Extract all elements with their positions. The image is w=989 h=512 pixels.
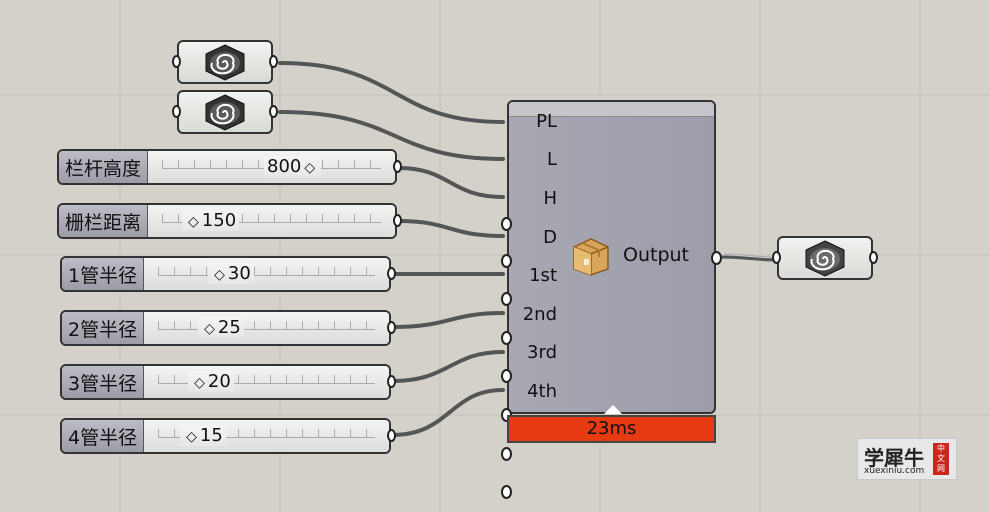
input-grip[interactable]: [172, 105, 181, 118]
input-grip-4th[interactable]: [501, 485, 512, 499]
slider-handle-icon[interactable]: ◇: [194, 375, 205, 391]
output-grip[interactable]: [387, 429, 396, 442]
slider-track[interactable]: ◇15: [144, 420, 389, 452]
number-slider-railing-height[interactable]: 栏杆高度 800◇: [57, 149, 402, 185]
spiral-hexagon-icon: [805, 240, 845, 277]
wire-d: [397, 219, 505, 238]
slider-track[interactable]: ◇150: [148, 205, 395, 237]
wire-h: [397, 166, 505, 199]
input-grip[interactable]: [772, 251, 781, 264]
cluster-title-bar: [509, 102, 714, 117]
slider-handle-icon[interactable]: ◇: [188, 214, 199, 230]
slider-ticks: [158, 321, 375, 330]
watermark-title: 学犀牛: [864, 446, 924, 470]
output-grip[interactable]: [387, 321, 396, 334]
input-grip[interactable]: [172, 55, 181, 68]
input-label-3rd: 3rd: [527, 342, 557, 363]
spiral-hexagon-icon: [205, 94, 245, 131]
input-label-2nd: 2nd: [522, 304, 557, 325]
slider-ticks: [158, 267, 375, 276]
spiral-hexagon-icon: [205, 44, 245, 81]
input-label-h: H: [543, 188, 557, 209]
slider-value[interactable]: ◇20: [188, 371, 234, 392]
number-slider-pipe3-radius[interactable]: 3管半径 ◇20: [60, 364, 396, 400]
package-box-icon: [573, 238, 609, 276]
slider-track[interactable]: ◇20: [144, 366, 389, 398]
output-grip[interactable]: [269, 55, 278, 68]
input-label-4th: 4th: [527, 381, 557, 402]
output-grip[interactable]: [393, 214, 402, 227]
slider-label: 2管半径: [62, 312, 145, 344]
wire-4th: [390, 388, 505, 437]
slider-handle-icon[interactable]: ◇: [304, 160, 316, 176]
slider-ticks: [162, 214, 381, 223]
slider-label: 栅栏距离: [59, 205, 149, 237]
slider-label: 1管半径: [62, 258, 145, 290]
input-grip-h[interactable]: [501, 292, 512, 306]
geometry-param-output[interactable]: [772, 236, 878, 280]
slider-ticks: [158, 375, 375, 384]
input-label-l: L: [546, 149, 557, 170]
cluster-component[interactable]: PL L H D 1st 2nd 3rd 4th Output: [501, 100, 722, 499]
slider-value[interactable]: ◇15: [180, 425, 226, 446]
watermark-url: xuexiniu.com: [864, 466, 925, 476]
number-slider-pipe4-radius[interactable]: 4管半径 ◇15: [60, 418, 396, 454]
slider-value[interactable]: 800◇: [264, 156, 322, 177]
slider-handle-icon[interactable]: ◇: [204, 321, 215, 337]
input-label-pl: PL: [536, 111, 557, 132]
input-grip-3rd[interactable]: [501, 447, 512, 461]
slider-ticks: [158, 429, 375, 438]
output-grip[interactable]: [387, 267, 396, 280]
watermark-logo: 学犀牛 xuexiniu.com 中文网: [857, 438, 957, 480]
wire-pl: [278, 61, 505, 124]
watermark-badge: 中文网: [933, 443, 949, 475]
geometry-param-1[interactable]: [172, 40, 278, 84]
cluster-notch: [604, 405, 622, 414]
slider-value[interactable]: ◇30: [208, 263, 254, 284]
slider-track[interactable]: 800◇: [148, 151, 395, 183]
geometry-param-2[interactable]: [172, 90, 278, 134]
slider-label: 栏杆高度: [59, 151, 149, 183]
input-grip-pl[interactable]: [501, 217, 512, 231]
wire-output: [720, 255, 779, 262]
slider-label: 4管半径: [62, 420, 145, 452]
output-grip[interactable]: [869, 251, 878, 264]
slider-handle-icon[interactable]: ◇: [214, 267, 225, 283]
slider-track[interactable]: ◇25: [144, 312, 389, 344]
output-label: Output: [623, 244, 689, 266]
output-grip[interactable]: [393, 160, 402, 173]
input-label-1st: 1st: [529, 265, 557, 286]
input-label-d: D: [543, 227, 557, 248]
slider-label: 3管半径: [62, 366, 145, 398]
wire-2nd: [390, 311, 505, 329]
output-grip[interactable]: [387, 375, 396, 388]
input-grip-d[interactable]: [501, 331, 512, 345]
slider-value[interactable]: ◇150: [182, 210, 240, 231]
input-grip-1st[interactable]: [501, 369, 512, 383]
output-grip[interactable]: [269, 105, 278, 118]
wire-l: [278, 110, 505, 161]
input-grip-l[interactable]: [501, 254, 512, 268]
slider-handle-icon[interactable]: ◇: [186, 429, 197, 445]
number-slider-pipe1-radius[interactable]: 1管半径 ◇30: [60, 256, 396, 292]
profiler-timing: 23ms: [507, 415, 716, 443]
number-slider-pipe2-radius[interactable]: 2管半径 ◇25: [60, 310, 396, 346]
number-slider-fence-spacing[interactable]: 栅栏距离 ◇150: [57, 203, 402, 239]
slider-track[interactable]: ◇30: [144, 258, 389, 290]
wire-3rd: [390, 350, 505, 383]
output-grip[interactable]: [711, 251, 722, 265]
slider-value[interactable]: ◇25: [198, 317, 244, 338]
